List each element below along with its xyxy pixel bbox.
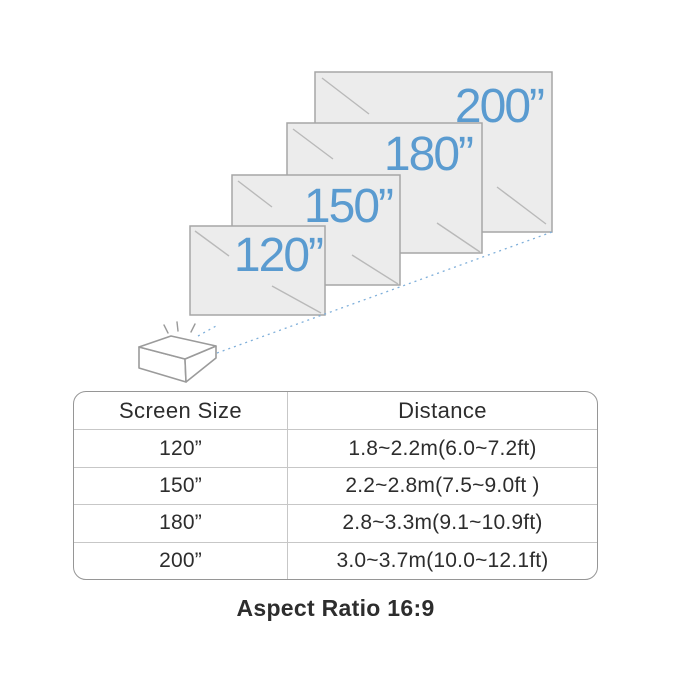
cell-distance-180: 2.8~3.3m(9.1~10.9ft) bbox=[342, 511, 543, 535]
cell-size-200: 200” bbox=[74, 542, 288, 579]
cell-size-120: 120” bbox=[74, 430, 288, 467]
screen-distance-table: Screen Size Distance 120” 1.8~2.2m(6.0~7… bbox=[73, 391, 598, 580]
cell-size-150: 150” bbox=[74, 467, 288, 505]
table-header-row: Screen Size Distance bbox=[74, 392, 597, 430]
column-header-distance: Distance bbox=[398, 397, 487, 423]
cell-distance-200: 3.0~3.7m(10.0~12.1ft) bbox=[336, 548, 549, 572]
projection-ray-dotted bbox=[197, 325, 217, 337]
cell-size-180: 180” bbox=[74, 505, 288, 542]
table-row: 120” 1.8~2.2m(6.0~7.2ft) bbox=[74, 429, 597, 467]
screen-120: 120” bbox=[189, 225, 326, 316]
table-row: 150” 2.2~2.8m(7.5~9.0ft ) bbox=[74, 466, 597, 505]
aspect-ratio-caption: Aspect Ratio 16:9 bbox=[236, 595, 435, 621]
screen-label-120: 120” bbox=[234, 229, 323, 282]
column-header-screen-size: Screen Size bbox=[74, 392, 288, 430]
cell-distance-150: 2.2~2.8m(7.5~9.0ft ) bbox=[345, 473, 540, 497]
projection-diagram: 200” 180” 150” 120” bbox=[138, 71, 553, 383]
table-row: 200” 3.0~3.7m(10.0~12.1ft) bbox=[74, 541, 597, 579]
light-rays-icon bbox=[163, 321, 196, 334]
table-row: 180” 2.8~3.3m(9.1~10.9ft) bbox=[74, 504, 597, 542]
projector-icon bbox=[138, 335, 217, 383]
screen-label-150: 150” bbox=[304, 180, 393, 233]
cell-distance-120: 1.8~2.2m(6.0~7.2ft) bbox=[348, 436, 537, 460]
screen-label-180: 180” bbox=[384, 128, 473, 181]
